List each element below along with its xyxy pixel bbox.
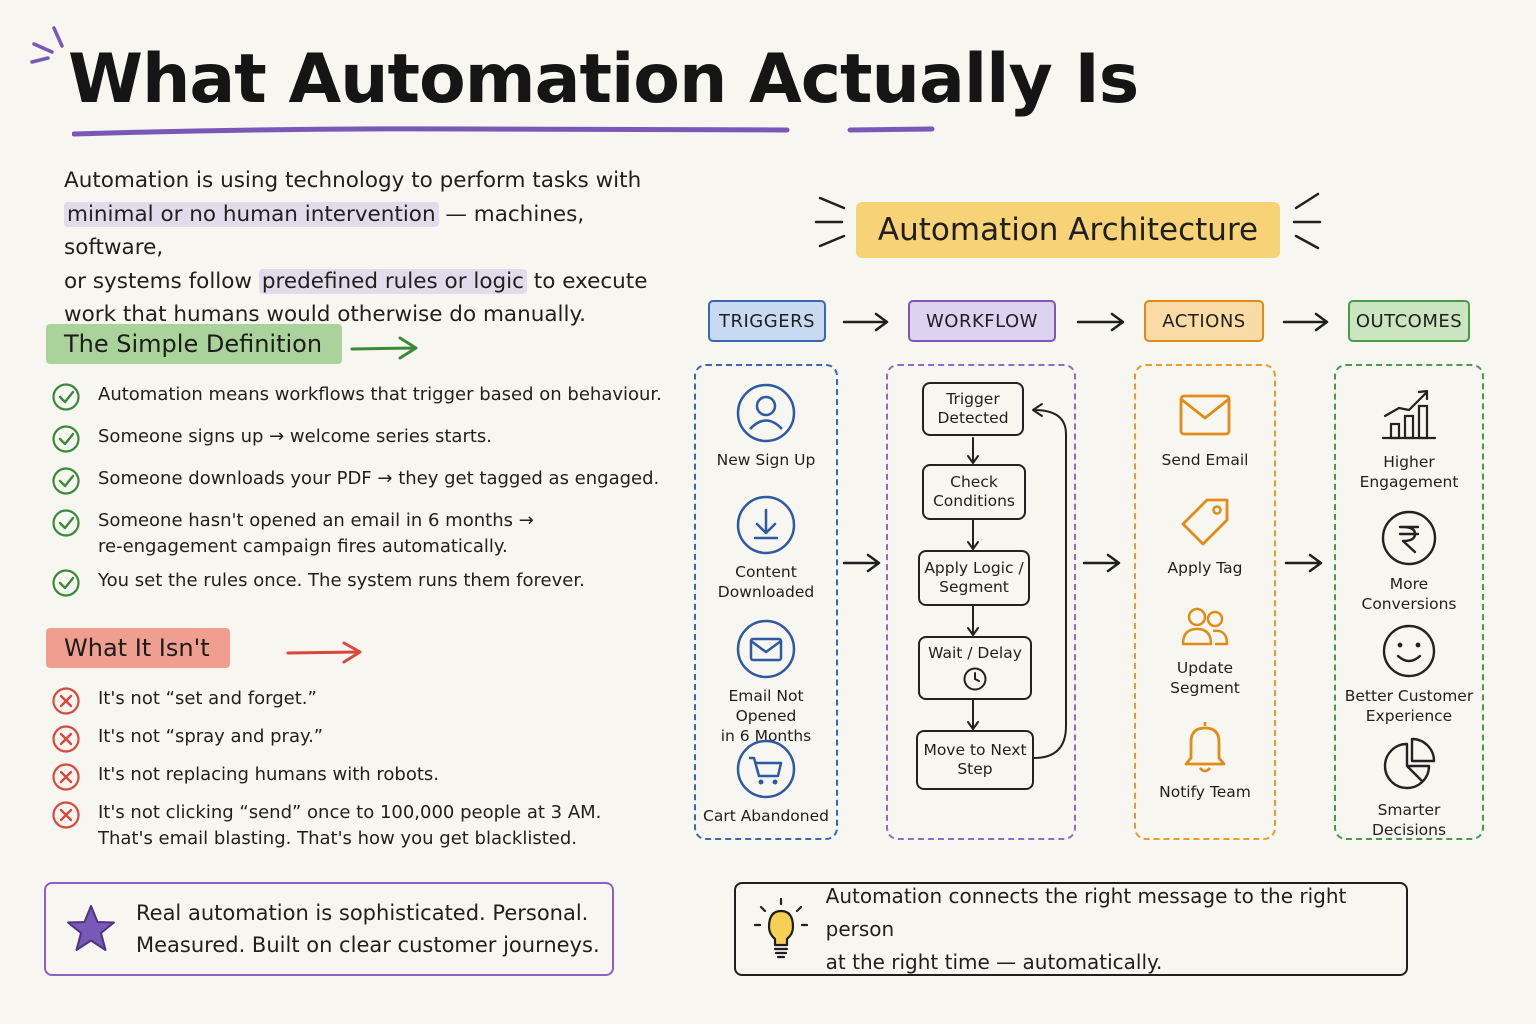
rupee-icon [1381, 510, 1437, 566]
list-item: Someone hasn't opened an email in 6 mont… [50, 508, 690, 560]
simple-definition-heading: The Simple Definition [46, 324, 343, 364]
highlight-predefined-rules: predefined rules or logic [258, 268, 527, 294]
list-item: It's not clicking “send” once to 100,000… [50, 800, 690, 852]
check-circle-icon [52, 425, 80, 453]
list-item: It's not replacing humans with robots. [50, 762, 690, 792]
list-item: Someone downloads your PDF → they get ta… [50, 466, 690, 496]
check-circle-icon [52, 383, 80, 411]
workflow-step-check-conditions: Check Conditions [922, 464, 1026, 520]
intro-paragraph: Automation is using technology to perfor… [64, 168, 648, 327]
triggers-header: TRIGGERS [708, 300, 826, 342]
title-underline [72, 126, 935, 137]
trigger-cart-abandoned: Cart Abandoned [696, 738, 836, 826]
clock-icon [963, 667, 987, 691]
outcome-more-conversions: More Conversions [1336, 508, 1482, 614]
action-apply-tag: Apply Tag [1136, 494, 1274, 578]
spark-decoration [30, 26, 64, 64]
actions-column: Send Email Apply Tag Update Segment Noti… [1134, 364, 1276, 840]
highlight-minimal-intervention: minimal or no human intervention [64, 201, 439, 227]
envelope-icon [1179, 394, 1231, 436]
outcome-smarter-decisions: Smarter Decisions [1336, 736, 1482, 840]
workflow-step-apply-logic: Apply Logic / Segment [918, 550, 1030, 606]
what-it-isnt-heading: What It Isn't [46, 628, 230, 668]
list-item: You set the rules once. The system runs … [50, 568, 690, 598]
trigger-content-downloaded: Content Downloaded [696, 494, 836, 602]
list-item: It's not “spray and pray.” [50, 724, 690, 754]
cart-icon [736, 739, 796, 799]
workflow-step-move-next: Move to Next Step [916, 730, 1034, 790]
check-circle-icon [52, 467, 80, 495]
mail-icon [736, 619, 796, 679]
ray-decoration [814, 192, 1322, 250]
workflow-flow-lines [967, 403, 1067, 759]
download-icon [736, 495, 796, 555]
architecture-heading: Automation Architecture [856, 202, 1280, 258]
outcomes-column: Higher Engagement More Conversions Bette… [1334, 364, 1484, 840]
check-circle-icon [52, 569, 80, 597]
workflow-step-wait-delay: Wait / Delay [918, 636, 1032, 700]
star-icon [67, 905, 115, 951]
outcomes-header: OUTCOMES [1348, 300, 1470, 342]
outcome-better-experience: Better Customer Experience [1336, 622, 1482, 726]
action-notify-team: Notify Team [1136, 718, 1274, 802]
x-circle-icon [52, 801, 80, 829]
users-icon [1181, 607, 1229, 646]
user-icon [736, 383, 796, 443]
triggers-column: New Sign Up Content Downloaded Email Not… [694, 364, 838, 840]
page-title: What Automation Actually Is [68, 40, 1139, 119]
callout-right-message: Automation connects the right message to… [734, 882, 1408, 976]
list-item: Someone signs up → welcome series starts… [50, 424, 690, 454]
tag-icon [1181, 498, 1229, 546]
x-circle-icon [52, 687, 80, 715]
check-circle-icon [52, 509, 80, 537]
action-send-email: Send Email [1136, 386, 1274, 470]
actions-header: ACTIONS [1144, 300, 1264, 342]
lightbulb-icon [753, 897, 808, 959]
isnt-list: It's not “set and forget.” It's not “spr… [50, 686, 690, 860]
action-update-segment: Update Segment [1136, 604, 1274, 698]
bell-icon [1184, 722, 1226, 773]
trigger-new-sign-up: New Sign Up [696, 382, 836, 470]
list-item: Automation means workflows that trigger … [50, 382, 690, 412]
arrow-right-icon [286, 641, 362, 664]
x-circle-icon [52, 725, 80, 753]
list-item: It's not “set and forget.” [50, 686, 690, 716]
definition-list: Automation means workflows that trigger … [50, 382, 690, 610]
smiley-icon [1382, 624, 1436, 678]
trigger-email-not-opened: Email Not Opened in 6 Months [696, 618, 836, 746]
workflow-step-trigger-detected: Trigger Detected [922, 382, 1024, 436]
x-circle-icon [52, 763, 80, 791]
outcome-higher-engagement: Higher Engagement [1336, 386, 1482, 492]
workflow-column: Trigger Detected Check Conditions Apply … [886, 364, 1076, 840]
growth-chart-icon [1381, 389, 1437, 440]
pie-chart-icon [1383, 737, 1436, 790]
workflow-header: WORKFLOW [908, 300, 1056, 342]
arrow-right-icon [350, 336, 418, 360]
callout-sophisticated: Real automation is sophisticated. Person… [44, 882, 614, 976]
